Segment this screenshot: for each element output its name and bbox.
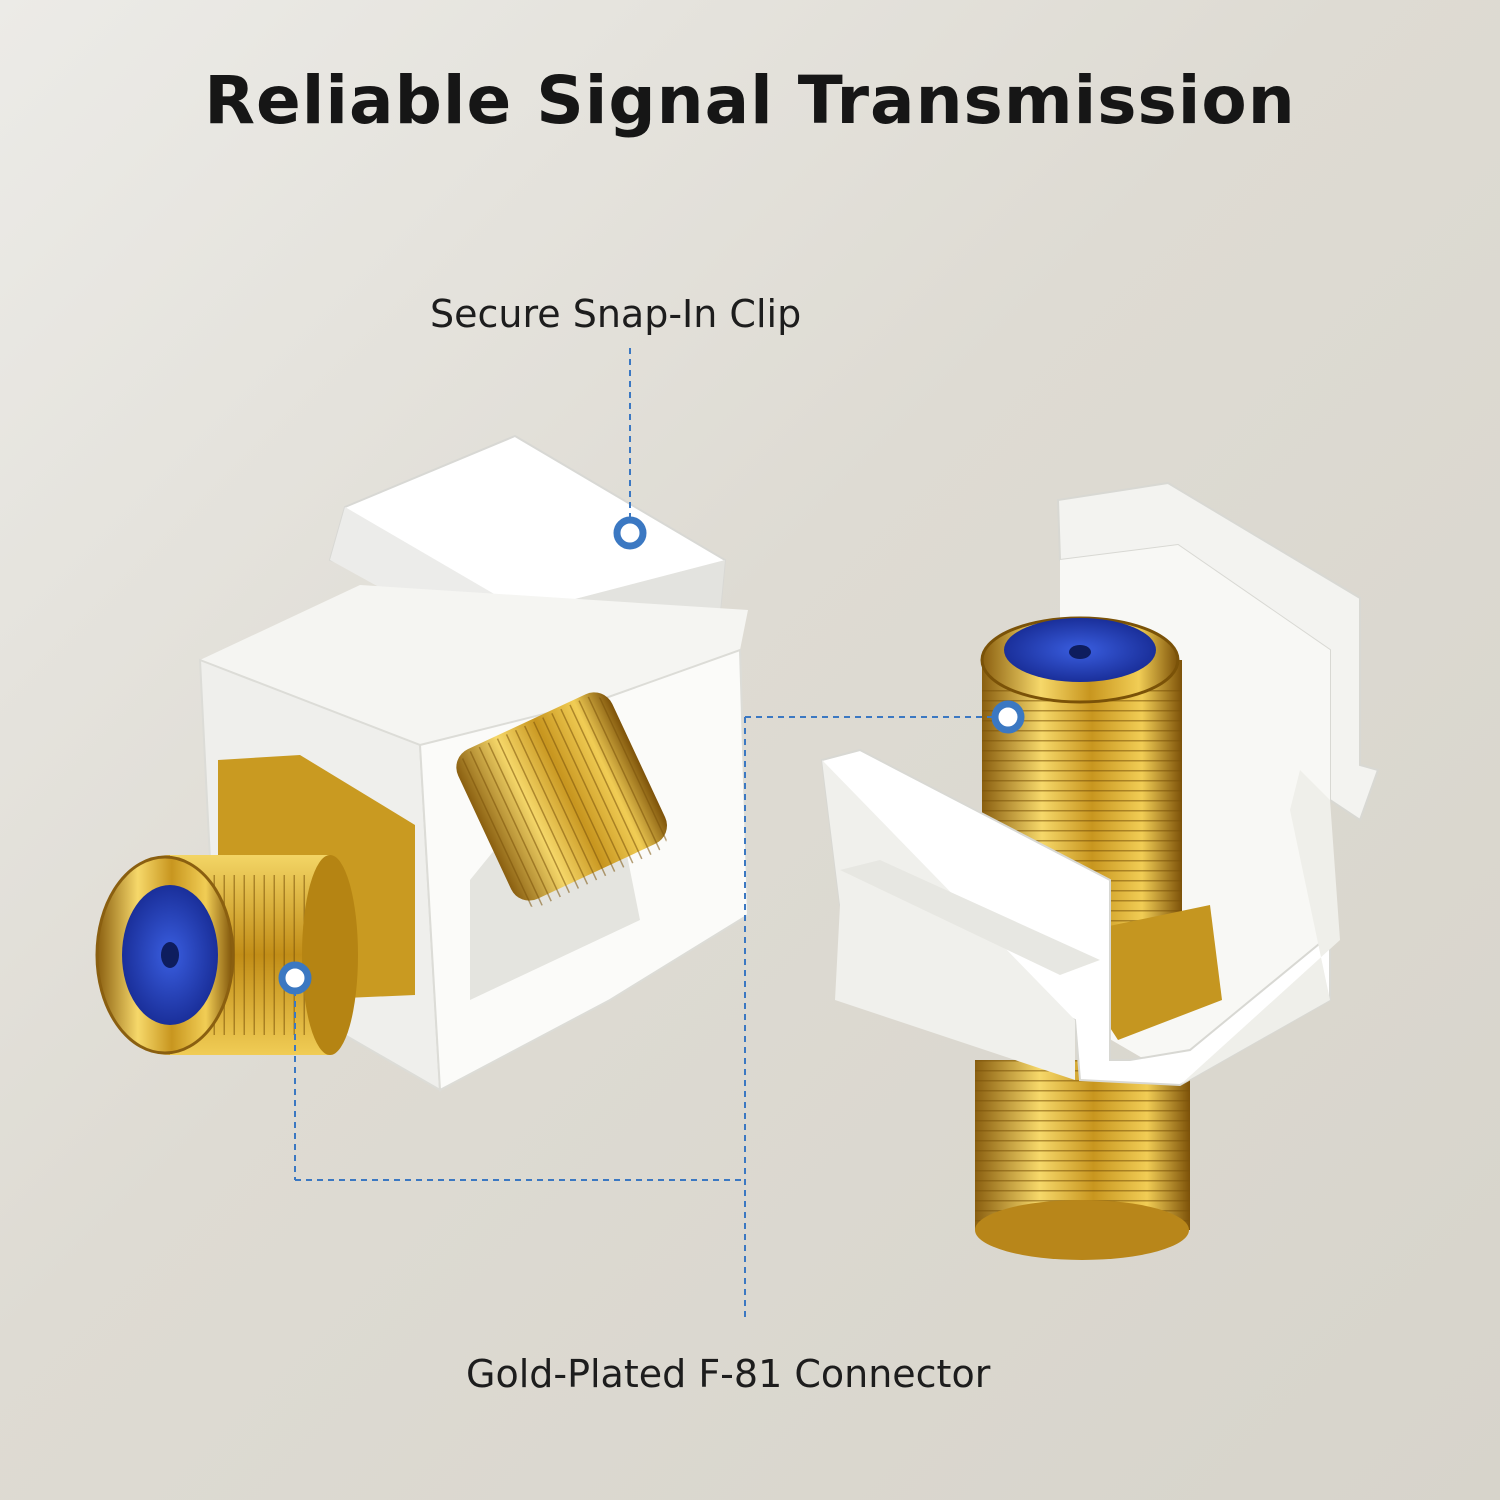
clip-callout-label: Secure Snap-In Clip: [430, 292, 802, 336]
clip-callout-dot: [613, 516, 647, 550]
callout-lines: [294, 348, 995, 1320]
keystone-jack-angled-icon: [95, 434, 750, 1092]
rear-connector-callout-dot: [991, 700, 1025, 734]
front-connector-callout-dot: [278, 961, 312, 995]
page-title: Reliable Signal Transmission: [204, 62, 1296, 139]
connector-callout-label: Gold-Plated F-81 Connector: [466, 1352, 991, 1396]
keystone-jack-upright-icon: [820, 481, 1380, 1260]
